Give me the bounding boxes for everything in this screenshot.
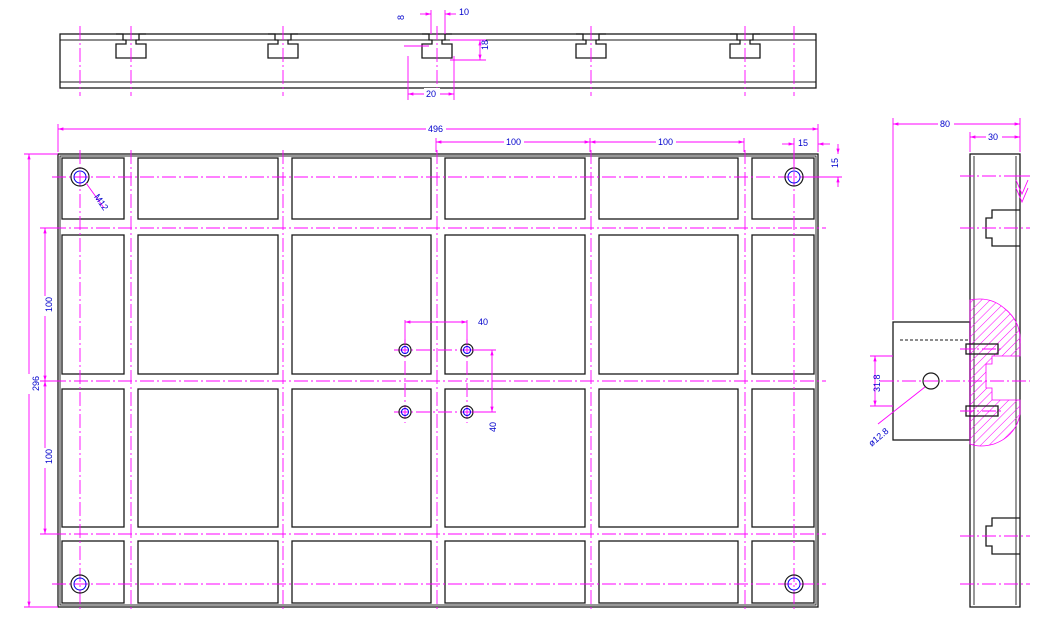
pocket-4: [444, 157, 586, 220]
dim-15-x: 15: [798, 138, 808, 148]
corner-hole-bl: [70, 574, 90, 594]
dim-15-y: 15: [830, 158, 840, 168]
dim-100-b: 100: [658, 137, 673, 147]
dim-18: 18: [480, 40, 490, 50]
corner-hole-br: [784, 574, 804, 594]
dim-31-8: 31.8: [872, 374, 882, 392]
dim-296: 296: [31, 376, 41, 391]
dim-30: 30: [988, 132, 998, 142]
pocket-16: [444, 388, 586, 528]
pocket-21: [291, 540, 432, 604]
pocket-24: [751, 540, 815, 604]
dim-dia-12-8: ø12.8: [866, 426, 890, 448]
front-view: M12 496 100 100 15 15 296: [24, 124, 842, 611]
dim-20: 20: [426, 89, 436, 99]
plate-outline: [57, 153, 819, 608]
pocket-3: [291, 157, 432, 220]
pocket-8: [137, 234, 279, 375]
dim-10: 10: [459, 7, 469, 17]
top-view: 8 10 18 20: [59, 7, 817, 100]
dim-40-y: 40: [488, 422, 498, 432]
pocket-10: [444, 234, 586, 375]
dim-100-v1: 100: [44, 297, 54, 312]
pocket-19: [61, 540, 125, 604]
pocket-20: [137, 540, 279, 604]
pocket-2: [137, 157, 279, 220]
side-section-hatch: [969, 298, 1021, 447]
top-view-outline: [59, 33, 817, 89]
pocket-11: [598, 234, 739, 375]
pocket-7: [61, 234, 125, 375]
corner-hole-tl: [70, 167, 90, 187]
pocket-15: [291, 388, 432, 528]
pocket-17: [598, 388, 739, 528]
pocket-23: [598, 540, 739, 604]
pocket-14: [137, 388, 279, 528]
plate-pockets: [61, 157, 815, 604]
top-dims: 8 10 18 20: [396, 7, 490, 100]
dim-496: 496: [428, 124, 443, 134]
top-view-centerlines: [79, 26, 795, 96]
dim-80: 80: [940, 119, 950, 129]
pocket-9: [291, 234, 432, 375]
pocket-5: [598, 157, 739, 220]
pocket-6: [751, 157, 815, 220]
side-view: 80 30 31.8 ø12.8: [866, 118, 1030, 608]
pocket-18: [751, 388, 815, 528]
dim-100-v2: 100: [44, 449, 54, 464]
pocket-1: [61, 157, 125, 220]
side-hole: [922, 372, 940, 390]
pocket-12: [751, 234, 815, 375]
pocket-22: [444, 540, 586, 604]
dim-40-x: 40: [478, 317, 488, 327]
dim-8: 8: [396, 15, 406, 20]
dim-100-a: 100: [506, 137, 521, 147]
dim-m12: M12: [92, 192, 110, 212]
top-view-t-slots: [115, 33, 761, 59]
pocket-13: [61, 388, 125, 528]
